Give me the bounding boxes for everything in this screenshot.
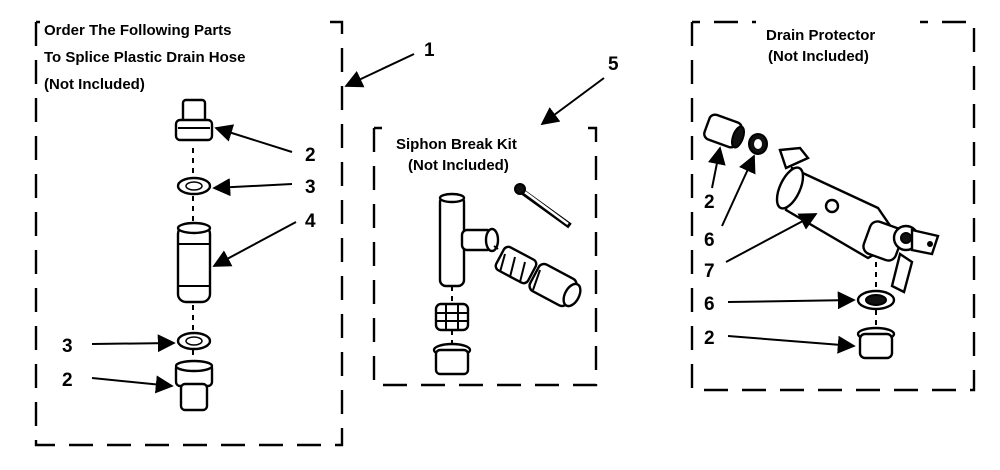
hose-clamp-bottom [176,331,212,351]
protector-ring-top [748,133,768,155]
callout-6-protector-top: 6 [704,230,715,251]
hose-adapter-bottom [174,359,214,412]
siphon-bottom-cup [432,342,472,376]
callout-4-splice: 4 [305,211,316,232]
protector-panel: Drain Protector (Not Included) [690,14,976,392]
callout-3-splice-bottom: 3 [62,336,73,357]
protector-title-line-2: (Not Included) [768,48,869,65]
callout-6-protector-bottom: 6 [704,294,715,315]
callout-2-protector-top: 2 [704,192,715,213]
callout-5: 5 [608,54,619,75]
protector-cap-top [703,113,746,149]
siphon-nut [494,245,538,285]
siphon-tee [438,192,500,288]
hose-adapter-top [174,98,214,142]
protector-body [775,146,940,294]
callout-2-splice-bottom: 2 [62,370,73,391]
callout-2-protector-bottom: 2 [704,328,715,349]
callout-3-splice-top: 3 [305,177,316,198]
splice-title-line-3: (Not Included) [44,76,145,93]
siphon-panel: Siphon Break Kit (Not Included) [372,120,598,387]
siphon-vent-pin [514,183,572,229]
splice-panel: Order The Following Parts To Splice Plas… [34,12,344,447]
protector-cap-bottom [856,326,896,360]
siphon-title-line-2: (Not Included) [408,157,509,174]
siphon-adapter [528,262,582,308]
callout-2-splice-top: 2 [305,145,316,166]
hose-clamp-top [176,176,212,196]
splice-title-line-1: Order The Following Parts [44,22,232,39]
protector-ring-bottom [856,289,896,311]
splice-title-line-2: To Splice Plastic Drain Hose [44,49,245,66]
callout-7-protector: 7 [704,261,715,282]
siphon-bottom-nut [434,302,470,332]
callout-1: 1 [424,40,435,61]
hose-coupling [176,221,212,304]
siphon-title-line-1: Siphon Break Kit [396,136,517,153]
protector-title-line-1: Drain Protector [766,27,875,44]
